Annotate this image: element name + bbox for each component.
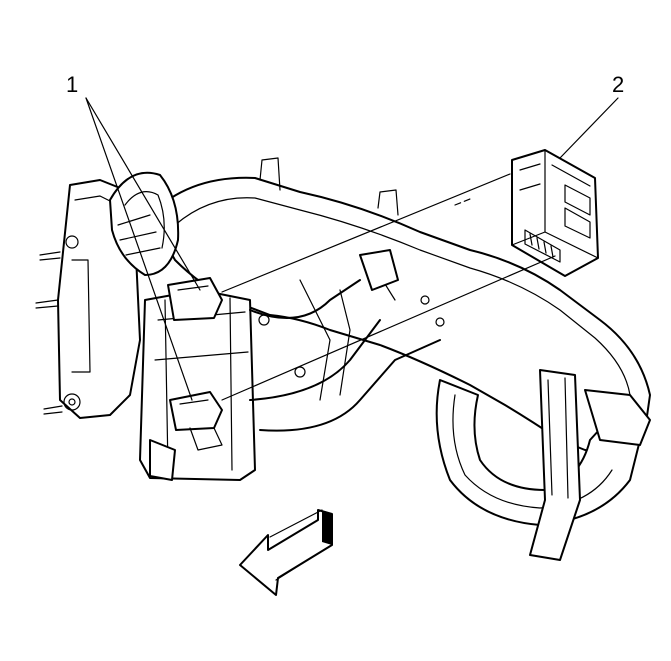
left-mount-bracket <box>35 171 180 419</box>
frame-structure <box>149 157 651 561</box>
control-module <box>511 149 599 277</box>
center-support <box>139 249 445 481</box>
callout-2: 2 <box>612 72 624 97</box>
direction-arrow-icon <box>239 509 333 596</box>
callout-1: 1 <box>66 72 78 97</box>
leader-lines <box>85 97 619 401</box>
